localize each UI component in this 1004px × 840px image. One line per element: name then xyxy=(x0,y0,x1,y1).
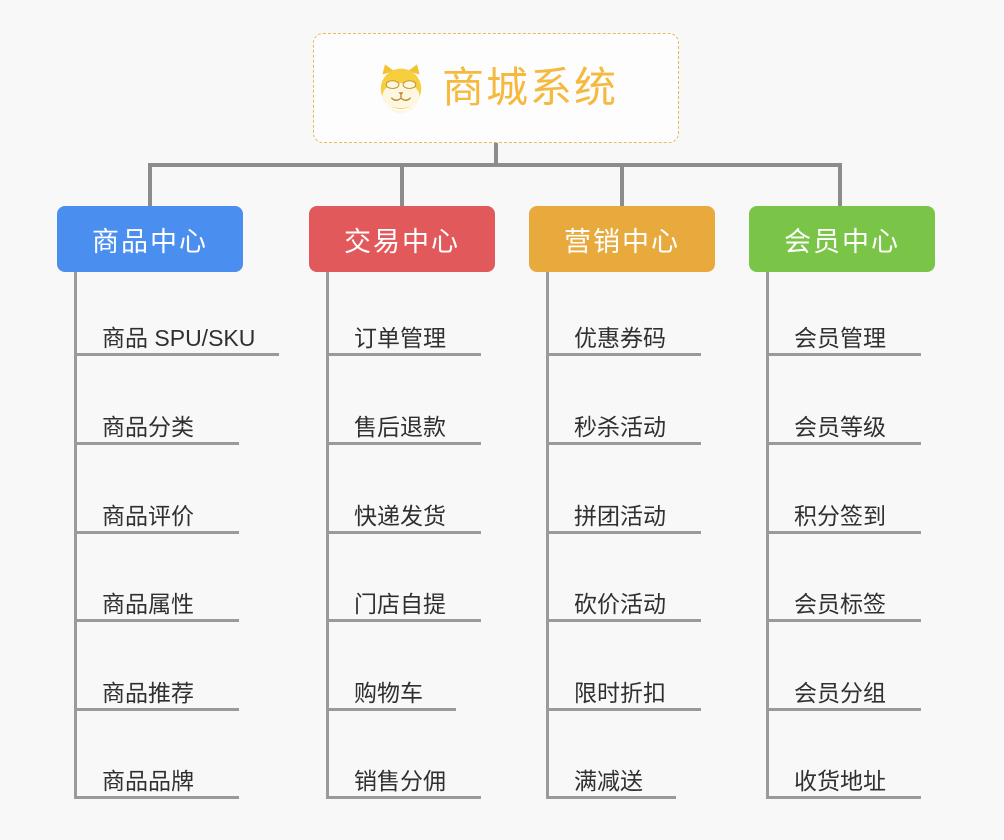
category-header-2[interactable]: 营销中心 xyxy=(529,206,715,272)
leaf-item-label: 商品品牌 xyxy=(102,767,194,794)
leaf-item[interactable]: 收货地址 xyxy=(766,755,921,799)
leaf-item[interactable]: 快递发货 xyxy=(326,490,481,534)
leaf-item-label: 订单管理 xyxy=(354,324,446,351)
leaf-item[interactable]: 订单管理 xyxy=(326,312,481,356)
leaf-item-label: 拼团活动 xyxy=(574,502,666,529)
root-node[interactable]: 商城系统 xyxy=(313,33,679,143)
category-header-label: 会员中心 xyxy=(784,226,900,257)
leaf-item-label: 会员管理 xyxy=(794,324,886,351)
leaf-item-label: 优惠券码 xyxy=(574,324,666,351)
leaf-item-label: 会员标签 xyxy=(794,590,886,617)
category-header-label: 营销中心 xyxy=(564,226,680,257)
column-trunk-3 xyxy=(766,272,769,798)
category-header-label: 商品中心 xyxy=(92,226,208,257)
leaf-item[interactable]: 商品分类 xyxy=(74,401,239,445)
leaf-item[interactable]: 拼团活动 xyxy=(546,490,701,534)
category-header-0[interactable]: 商品中心 xyxy=(57,206,243,272)
root-stem-line xyxy=(494,143,498,167)
column-trunk-1 xyxy=(326,272,329,798)
leaf-item[interactable]: 商品评价 xyxy=(74,490,239,534)
leaf-item[interactable]: 商品推荐 xyxy=(74,667,239,711)
leaf-item[interactable]: 售后退款 xyxy=(326,401,481,445)
leaf-item-label: 会员等级 xyxy=(794,413,886,440)
leaf-item-label: 购物车 xyxy=(354,679,423,706)
leaf-item-label: 限时折扣 xyxy=(574,679,666,706)
leaf-item-label: 秒杀活动 xyxy=(574,413,666,440)
leaf-item[interactable]: 销售分佣 xyxy=(326,755,481,799)
leaf-item[interactable]: 会员管理 xyxy=(766,312,921,356)
leaf-item-label: 商品分类 xyxy=(102,413,194,440)
leaf-item-label: 商品 SPU/SKU xyxy=(102,324,256,351)
leaf-item[interactable]: 砍价活动 xyxy=(546,578,701,622)
leaf-item-label: 积分签到 xyxy=(794,502,886,529)
leaf-item-label: 快递发货 xyxy=(354,502,446,529)
leaf-item[interactable]: 商品属性 xyxy=(74,578,239,622)
category-header-3[interactable]: 会员中心 xyxy=(749,206,935,272)
leaf-item-label: 售后退款 xyxy=(354,413,446,440)
leaf-item[interactable]: 秒杀活动 xyxy=(546,401,701,445)
leaf-item[interactable]: 积分签到 xyxy=(766,490,921,534)
leaf-item[interactable]: 满减送 xyxy=(546,755,676,799)
leaf-item-label: 砍价活动 xyxy=(574,590,666,617)
root-title: 商城系统 xyxy=(441,64,618,111)
leaf-item-label: 商品评价 xyxy=(102,502,194,529)
leaf-item[interactable]: 优惠券码 xyxy=(546,312,701,356)
column-trunk-2 xyxy=(546,272,549,798)
leaf-item-label: 满减送 xyxy=(574,767,643,794)
leaf-item[interactable]: 购物车 xyxy=(326,667,456,711)
connector-bus-line xyxy=(150,163,840,167)
leaf-item-label: 销售分佣 xyxy=(354,767,446,794)
leaf-item-label: 商品推荐 xyxy=(102,679,194,706)
leaf-item-label: 商品属性 xyxy=(102,590,194,617)
leaf-item[interactable]: 会员分组 xyxy=(766,667,921,711)
connector-drop-2 xyxy=(400,163,404,208)
connector-drop-3 xyxy=(620,163,624,208)
leaf-item-label: 收货地址 xyxy=(794,767,886,794)
category-header-1[interactable]: 交易中心 xyxy=(309,206,495,272)
leaf-item[interactable]: 商品 SPU/SKU xyxy=(74,312,279,356)
leaf-item-label: 会员分组 xyxy=(794,679,886,706)
shiba-dog-emoji xyxy=(374,61,428,115)
leaf-item[interactable]: 商品品牌 xyxy=(74,755,239,799)
leaf-item[interactable]: 限时折扣 xyxy=(546,667,701,711)
leaf-item[interactable]: 门店自提 xyxy=(326,578,481,622)
leaf-item[interactable]: 会员标签 xyxy=(766,578,921,622)
category-header-label: 交易中心 xyxy=(344,226,460,257)
connector-drop-1 xyxy=(148,163,152,208)
leaf-item-label: 门店自提 xyxy=(354,590,446,617)
connector-drop-4 xyxy=(838,163,842,208)
column-trunk-0 xyxy=(74,272,77,798)
leaf-item[interactable]: 会员等级 xyxy=(766,401,921,445)
